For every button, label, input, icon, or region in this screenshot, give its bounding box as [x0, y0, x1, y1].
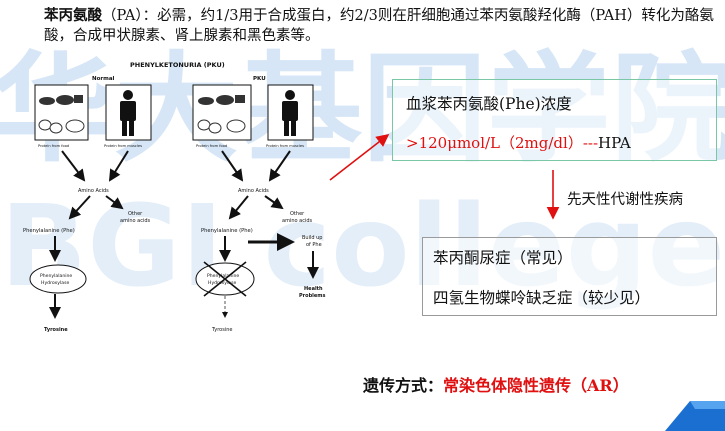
intro-text: （PA）：必需，约1/3用于合成蛋白，约2/3则在肝细胞通过苯丙氨酸羟化酶（PA…: [44, 8, 714, 44]
figure-title: PHENYLKETONURIA (PKU): [130, 61, 225, 69]
disease-box: 苯丙酮尿症（常见） 四氢生物蝶呤缺乏症（较少见）: [422, 237, 717, 316]
pku-tyrosine: Tyrosine: [211, 327, 232, 333]
plasma-phe-title: 血浆苯丙氨酸(Phe)浓度: [406, 95, 572, 113]
pku-muscle-label: Protein from muscles: [266, 144, 304, 148]
normal-other-1: Other: [128, 211, 143, 217]
disease-pku: 苯丙酮尿症（常见）: [433, 249, 573, 267]
food-icon: [197, 95, 246, 134]
normal-label: Normal: [92, 76, 115, 82]
person-icon: [282, 90, 298, 136]
intro-term: 苯丙氨酸: [44, 8, 102, 24]
food-icon: [38, 95, 85, 134]
inheritance-line: 遗传方式：常染色体隐性遗传（AR）: [363, 372, 629, 396]
pku-other-2: amino acids: [282, 218, 313, 224]
disease-bh4: 四氢生物蝶呤缺乏症（较少见）: [433, 289, 651, 307]
pku-buildup-1: Build up: [302, 235, 322, 241]
pku-health-2: Problems: [299, 293, 325, 299]
plasma-phe-value: >120μmol/L（2mg/dl）---HPA: [406, 132, 631, 153]
normal-muscle-label: Protein from muscles: [104, 144, 142, 148]
inheritance-value: 常染色体隐性遗传（AR）: [443, 376, 629, 395]
plasma-phe-box: 血浆苯丙氨酸(Phe)浓度 >120μmol/L（2mg/dl）---HPA: [392, 79, 717, 161]
pku-health-1: Health: [304, 286, 323, 292]
normal-food-label: Protein from food: [38, 144, 69, 148]
congenital-disease-label: 先天性代谢性疾病: [567, 192, 683, 208]
normal-tyrosine: Tyrosine: [44, 327, 68, 333]
pku-food-panel: [192, 84, 252, 141]
normal-amino-label: Amino Acids: [78, 188, 109, 194]
inheritance-label: 遗传方式：: [363, 376, 444, 395]
pku-other-1: Other: [290, 211, 305, 217]
normal-other-2: amino acids: [120, 218, 151, 224]
normal-enzyme-1: Phenylalanine: [40, 273, 72, 279]
person-icon: [120, 90, 136, 136]
normal-food-panel: [34, 84, 89, 141]
pku-enzyme-2: Hydroxylase: [208, 280, 236, 286]
pku-enzyme-1: Phenylalanine: [207, 273, 239, 279]
pku-diagram: PHENYLKETONURIA (PKU) Normal Protein fro…: [23, 61, 325, 333]
pku-buildup-2: of Phe: [306, 242, 322, 248]
normal-phe-label: Phenylalanine (Phe): [23, 228, 75, 234]
normal-enzyme-2: Hydroxylase: [41, 280, 69, 286]
plasma-phe-hpa: HPA: [598, 134, 631, 152]
plasma-phe-threshold: >120μmol/L（2mg/dl）---: [406, 134, 599, 152]
normal-enzyme-ellipse: [29, 264, 87, 294]
pku-label: PKU: [253, 76, 266, 82]
pku-amino-label: Amino Acids: [238, 188, 269, 194]
corner-decoration: [665, 401, 725, 431]
enzyme-blocked-cross: [203, 261, 247, 297]
pku-food-label: Protein from food: [196, 144, 227, 148]
intro-paragraph: 苯丙氨酸（PA）：必需，约1/3用于合成蛋白，约2/3则在肝细胞通过苯丙氨酸羟化…: [44, 6, 714, 46]
pku-phe-label: Phenylalanine (Phe): [201, 228, 253, 234]
